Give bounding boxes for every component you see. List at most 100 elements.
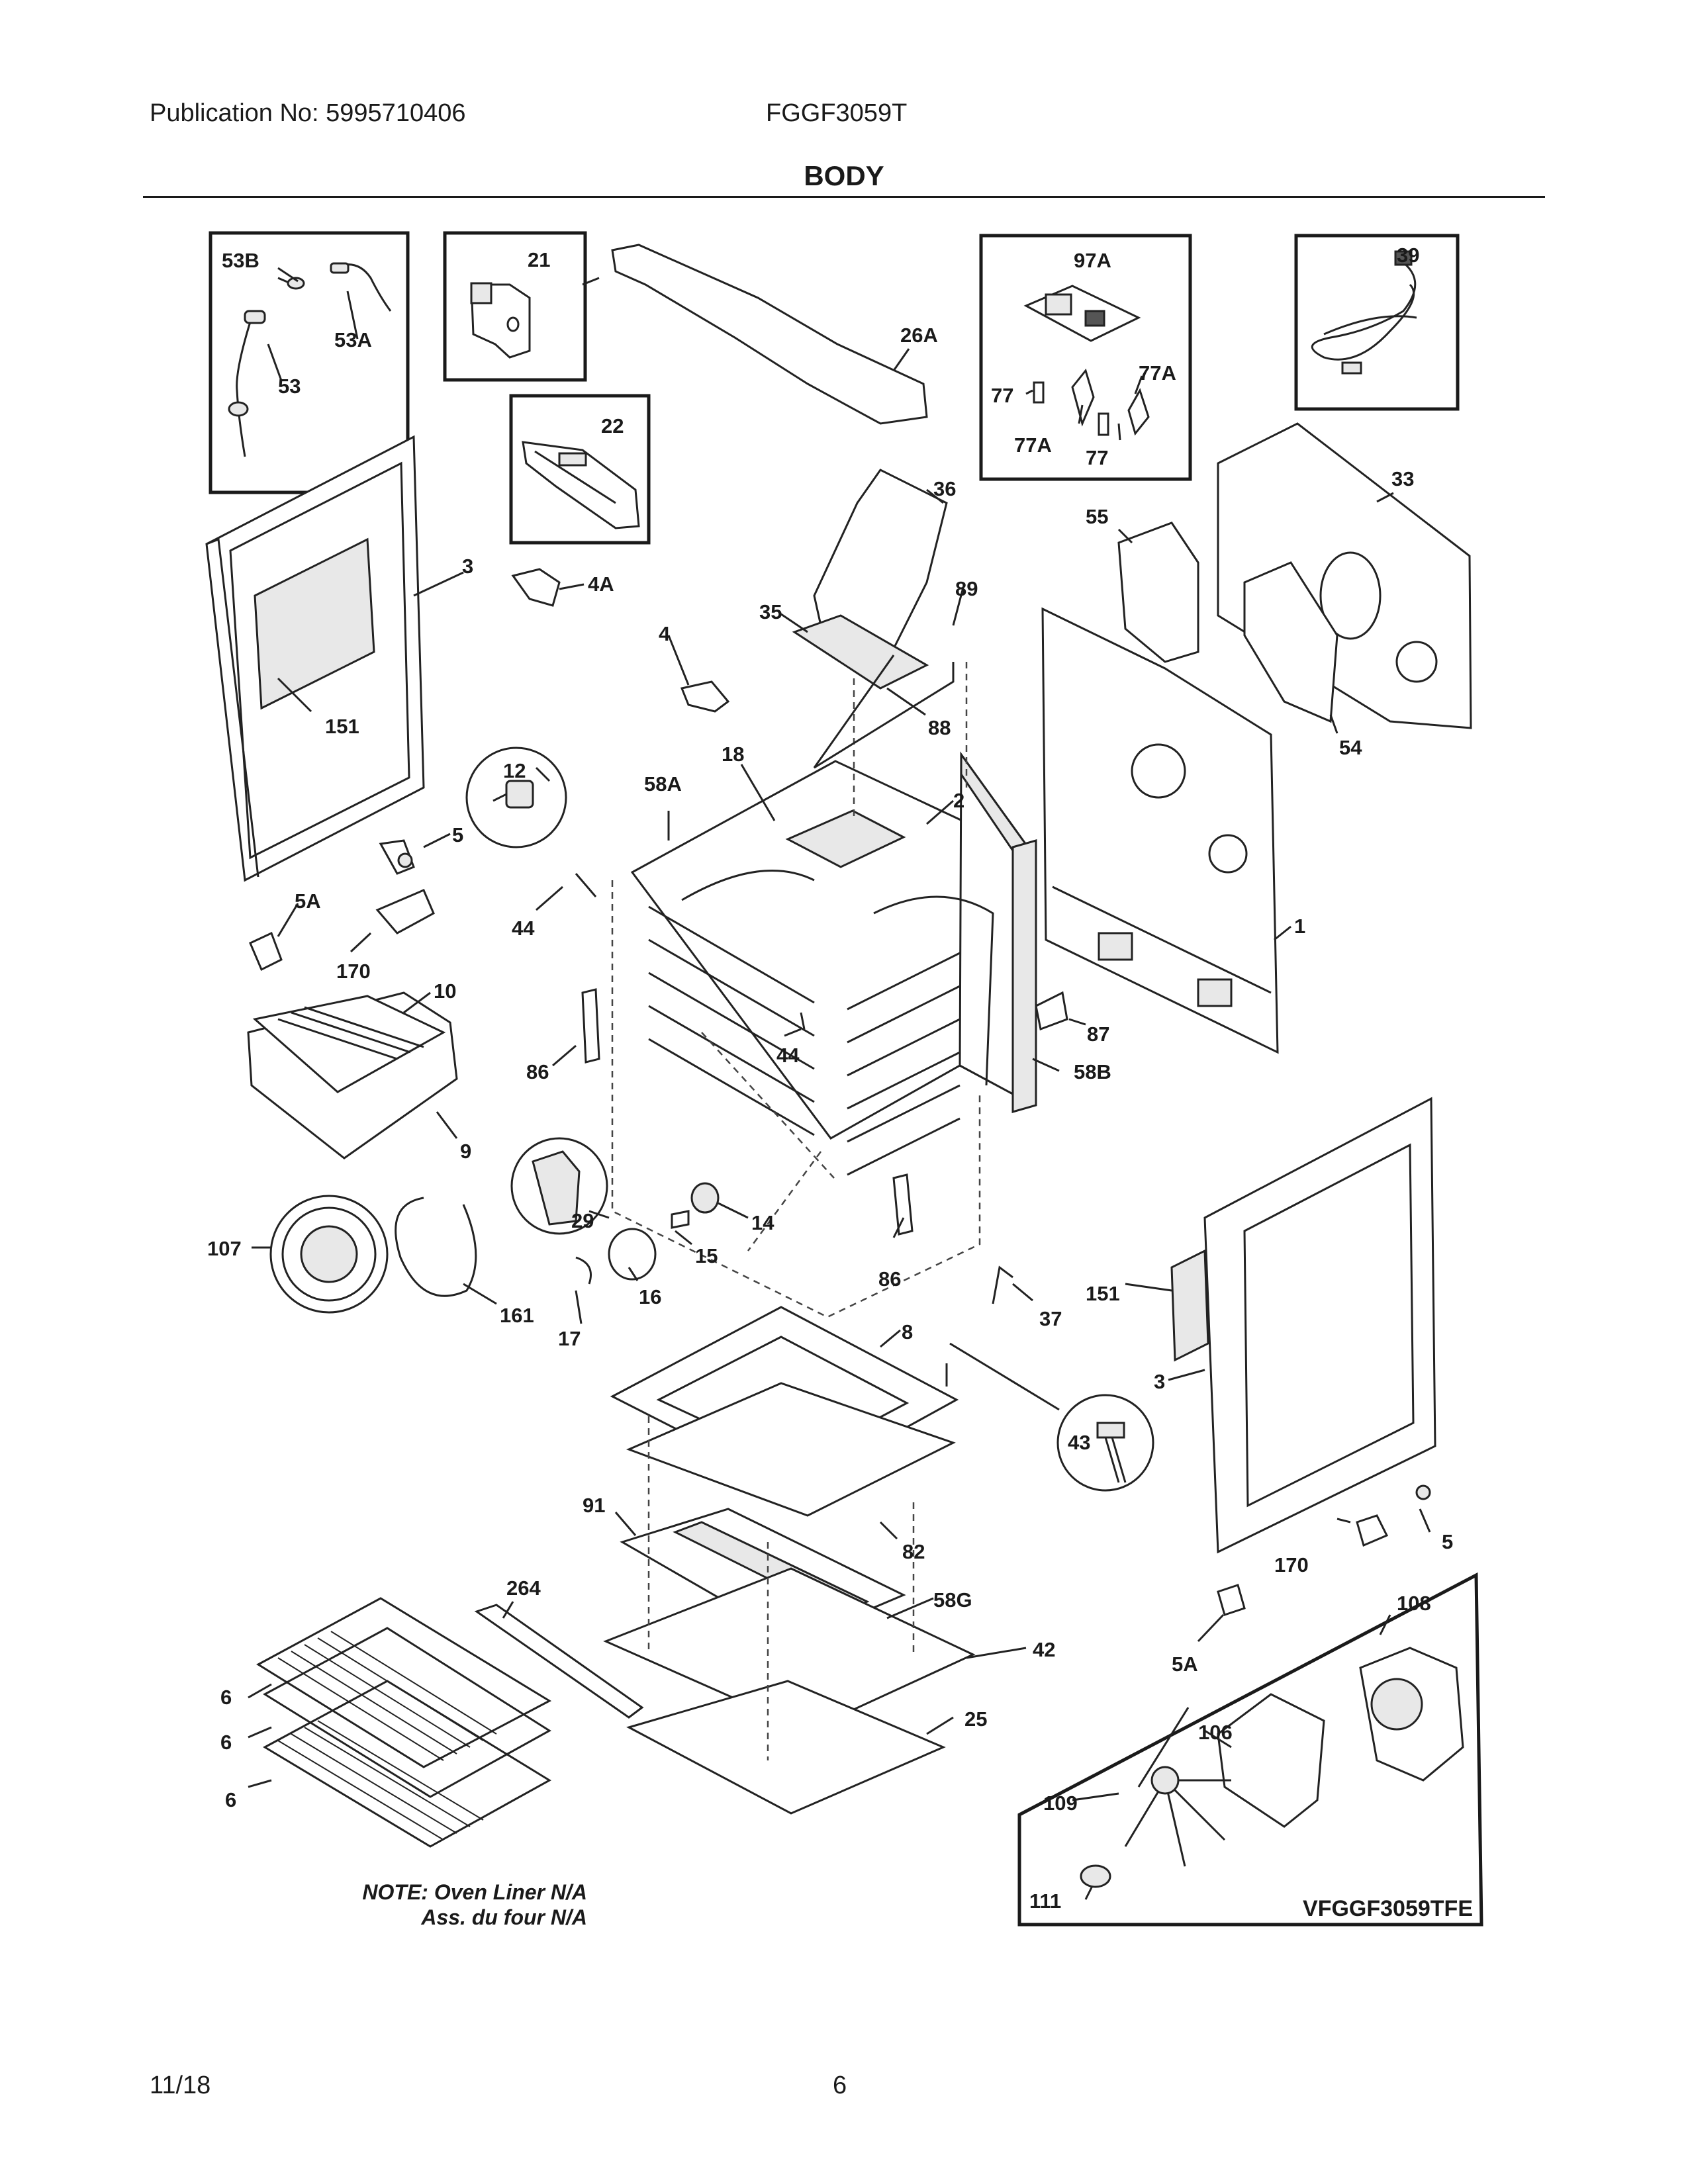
part-label: 151 — [1086, 1282, 1120, 1305]
part-label: 151 — [325, 715, 359, 738]
part-label: 86 — [878, 1267, 901, 1291]
part-label: 53B — [222, 249, 259, 272]
small-fasteners — [397, 852, 1431, 1616]
part-label: 5 — [1442, 1530, 1453, 1553]
part-label: 6 — [220, 1731, 232, 1754]
part-label: 43 — [1068, 1431, 1090, 1454]
part-label: 29 — [571, 1209, 594, 1232]
part-label: 15 — [695, 1244, 718, 1267]
part-label: 6 — [225, 1788, 236, 1811]
part-label: 42 — [1033, 1638, 1055, 1661]
insulation-58b — [1011, 839, 1037, 1113]
oven-liner-note: NOTE: Oven Liner N/A — [362, 1880, 587, 1904]
part-label: 82 — [902, 1540, 925, 1563]
part-label: 8 — [902, 1320, 913, 1343]
part-label: 107 — [207, 1237, 242, 1260]
part-label: 16 — [639, 1285, 661, 1308]
part-label: 58G — [933, 1588, 972, 1612]
small-brackets — [249, 568, 1068, 1236]
fan-cover — [269, 1195, 389, 1314]
part-label: 264 — [506, 1576, 541, 1600]
part-label: 12 — [503, 759, 526, 782]
lamp-parts — [575, 1182, 720, 1285]
part-label: 53A — [334, 328, 372, 351]
part-label: 9 — [460, 1140, 471, 1163]
part-label: 161 — [500, 1304, 534, 1327]
part-label: 77A — [1139, 361, 1176, 385]
part-label: 14 — [751, 1211, 774, 1234]
inset-box-22 — [509, 394, 651, 545]
part-label: 4A — [588, 572, 614, 596]
section-title: BODY — [804, 160, 884, 191]
part-label: 77A — [1014, 433, 1052, 457]
part-label: 87 — [1087, 1023, 1109, 1046]
leader-lines — [248, 267, 1431, 1900]
part-label: 97A — [1074, 249, 1111, 272]
part-label: 88 — [928, 716, 951, 739]
inset-box-control-board — [979, 234, 1192, 481]
part-label: 3 — [1154, 1370, 1165, 1393]
kit-code: VFGGF3059TFE — [1303, 1896, 1473, 1921]
circle-inset-29 — [510, 1137, 608, 1235]
part-label: 21 — [528, 248, 550, 271]
part-label: 58A — [644, 772, 682, 796]
inset-box-wire-harness — [1294, 234, 1460, 411]
part-label: 36 — [933, 477, 956, 500]
rear-panel — [1041, 607, 1279, 1054]
part-label: 37 — [1039, 1307, 1062, 1330]
part-label: 1 — [1294, 915, 1305, 938]
oven-liner-note-fr: Ass. du four N/A — [420, 1905, 587, 1929]
part-label: 91 — [583, 1494, 605, 1517]
part-label: 5 — [452, 823, 463, 846]
drawer-parts — [474, 1416, 976, 1815]
oven-bottom — [610, 1306, 959, 1517]
convection-element — [395, 1197, 477, 1297]
part-label: 55 — [1086, 505, 1108, 528]
oven-racks — [256, 1597, 552, 1848]
broil-pan — [247, 991, 458, 1160]
bracket-26a — [611, 244, 928, 425]
part-label: 26A — [900, 324, 938, 347]
part-label: 111 — [1029, 1889, 1061, 1913]
part-label: 2 — [953, 789, 964, 812]
part-label: 44 — [512, 917, 535, 940]
model-number: FGGF3059T — [766, 99, 908, 127]
part-label: 54 — [1339, 736, 1362, 759]
part-label: 170 — [336, 960, 371, 983]
vent-duct — [792, 469, 955, 769]
oven-door-right — [1170, 1097, 1436, 1554]
part-label: 44 — [776, 1044, 800, 1067]
part-label: 6 — [220, 1686, 232, 1709]
part-label: 10 — [434, 979, 456, 1003]
header-divider — [143, 196, 1545, 198]
part-label: 4 — [659, 622, 671, 645]
part-label: 106 — [1198, 1721, 1233, 1744]
bracket-55-54 — [1117, 522, 1338, 723]
part-label: 77 — [1086, 446, 1108, 469]
part-label: 5A — [295, 889, 321, 913]
inset-box-convection-fan — [1017, 1572, 1483, 1927]
part-label: 17 — [558, 1327, 581, 1350]
part-labels: 53B 53A 53 21 26A 22 97A 77 77A 77A 77 3… — [207, 244, 1453, 1913]
part-label: 18 — [722, 743, 744, 766]
part-label: 3 — [462, 555, 473, 578]
page-number: 6 — [833, 2071, 847, 2099]
publication-number: Publication No: 5995710406 — [150, 99, 466, 127]
inset-box-probe — [209, 231, 410, 494]
oven-door-left — [205, 435, 425, 882]
part-label: 108 — [1397, 1592, 1431, 1615]
part-label: 86 — [526, 1060, 549, 1083]
part-label: 35 — [759, 600, 782, 623]
part-label: 5A — [1172, 1653, 1198, 1676]
part-label: 58B — [1074, 1060, 1111, 1083]
part-label: 33 — [1391, 467, 1414, 490]
part-label: 53 — [278, 375, 301, 398]
revision-date: 11/18 — [150, 2071, 211, 2099]
part-label: 22 — [601, 414, 624, 437]
part-label: 89 — [955, 577, 978, 600]
part-label: 170 — [1274, 1553, 1309, 1576]
part-label: 77 — [991, 384, 1013, 407]
part-label: 25 — [964, 1707, 987, 1731]
part-label: 109 — [1043, 1792, 1078, 1815]
